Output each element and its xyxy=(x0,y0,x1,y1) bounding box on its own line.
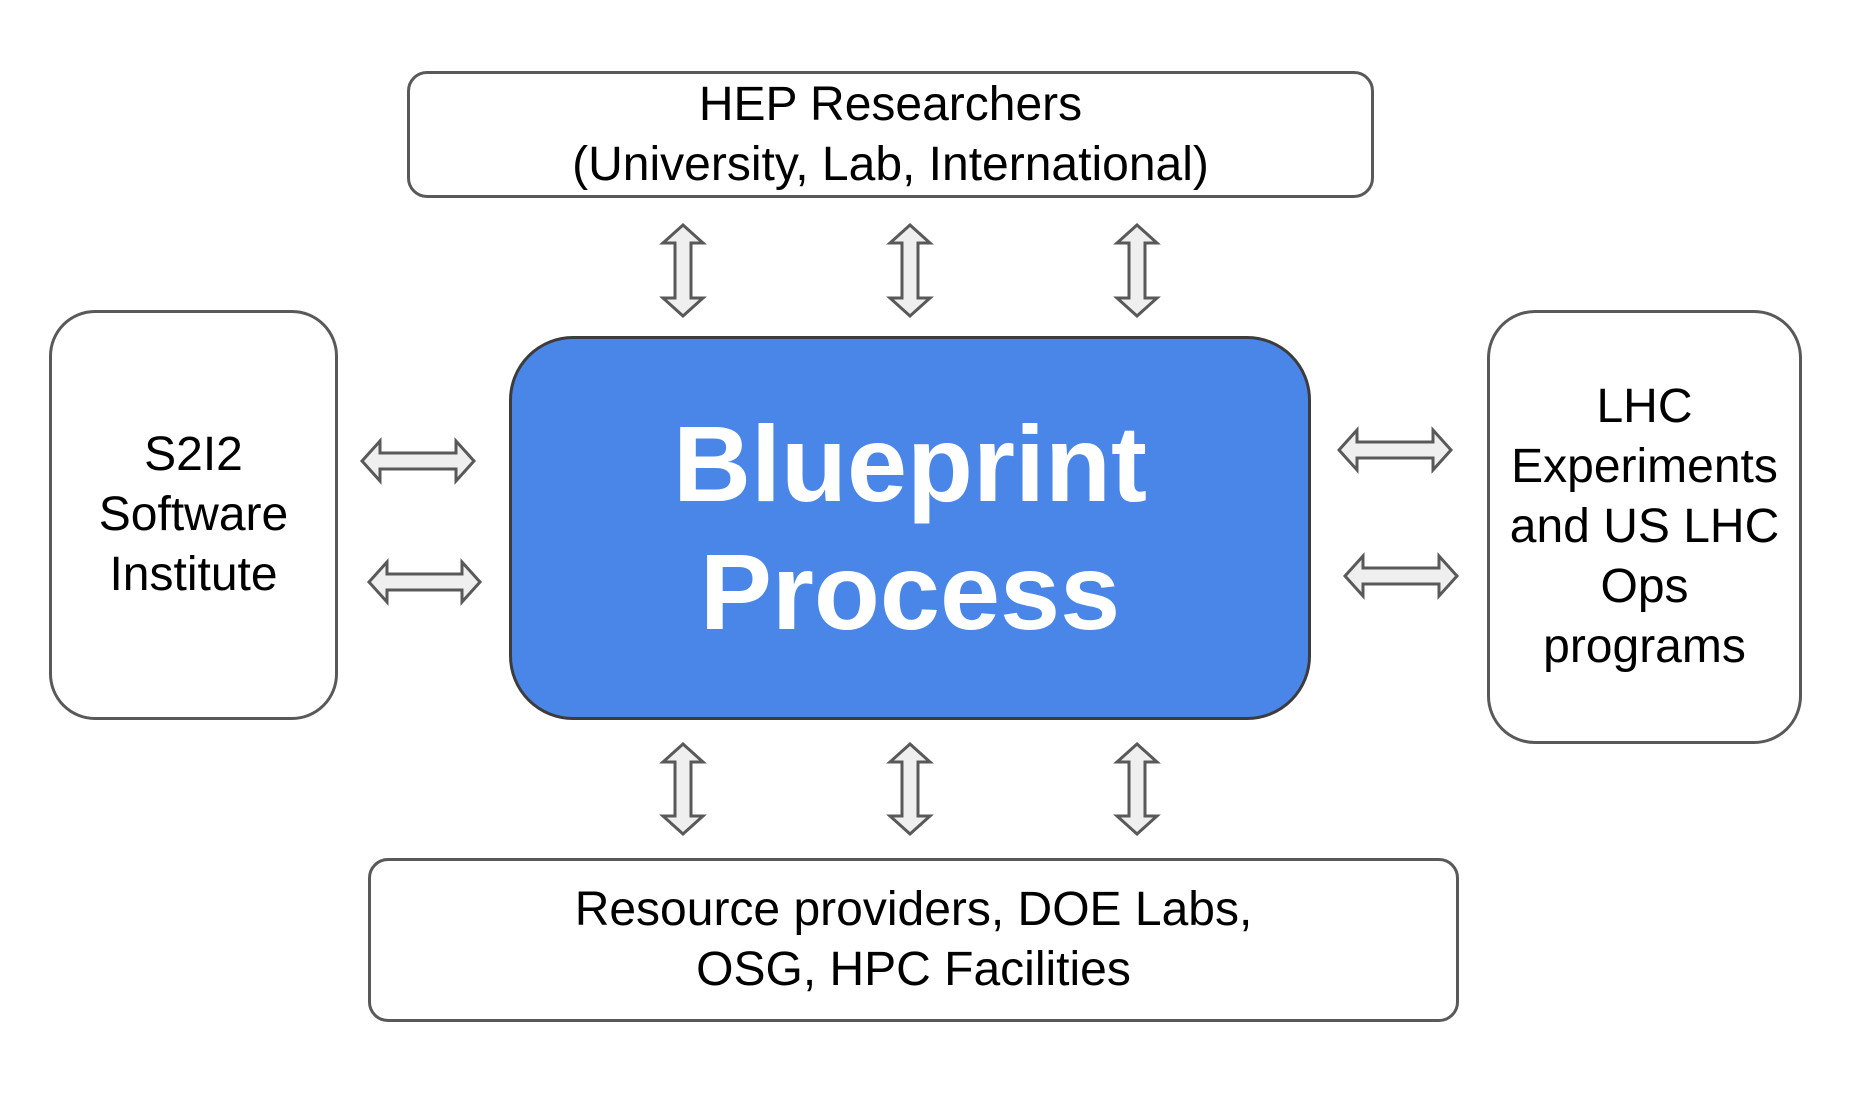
hep-researchers-box: HEP Researchers (University, Lab, Intern… xyxy=(407,71,1374,198)
lhc-line-3: and US LHC xyxy=(1509,500,1780,553)
arrow-right-lower-icon xyxy=(1342,552,1460,600)
lhc-line-2: Experiments xyxy=(1511,440,1778,493)
arrow-top-center-icon xyxy=(886,222,934,319)
blueprint-process-box: Blueprint Process xyxy=(509,336,1311,720)
blueprint-process-line-1: Blueprint xyxy=(673,403,1147,524)
s2i2-line-3: Institute xyxy=(109,548,278,601)
arrow-top-right-icon xyxy=(1113,222,1161,319)
hep-researchers-line-2: (University, Lab, International) xyxy=(572,137,1209,191)
arrow-right-upper-icon xyxy=(1336,426,1454,474)
arrow-bottom-left-icon xyxy=(659,741,707,837)
s2i2-line-2: Software xyxy=(98,488,289,541)
s2i2-software-institute-box: S2I2 Software Institute xyxy=(49,310,338,720)
resource-providers-text: Resource providers, DOE Labs, OSG, HPC F… xyxy=(575,880,1253,1000)
lhc-experiments-box: LHC Experiments and US LHC Ops programs xyxy=(1487,310,1802,744)
arrow-left-upper-icon xyxy=(359,437,477,485)
hep-researchers-line-1: HEP Researchers xyxy=(698,77,1083,131)
resource-providers-line-1: Resource providers, DOE Labs, xyxy=(574,883,1253,936)
arrow-top-left-icon xyxy=(659,222,707,319)
blueprint-process-line-2: Process xyxy=(699,531,1121,652)
lhc-line-1: LHC xyxy=(1596,380,1693,433)
connector-arrows xyxy=(359,222,1460,837)
arrow-bottom-right-icon xyxy=(1113,741,1161,837)
resource-providers-box: Resource providers, DOE Labs, OSG, HPC F… xyxy=(368,858,1459,1022)
lhc-line-5: programs xyxy=(1543,620,1746,673)
lhc-line-4: Ops xyxy=(1600,560,1689,613)
s2i2-line-1: S2I2 xyxy=(144,428,243,481)
arrow-left-lower-icon xyxy=(366,558,483,606)
resource-providers-line-2: OSG, HPC Facilities xyxy=(696,943,1131,996)
arrow-bottom-center-icon xyxy=(886,741,934,837)
